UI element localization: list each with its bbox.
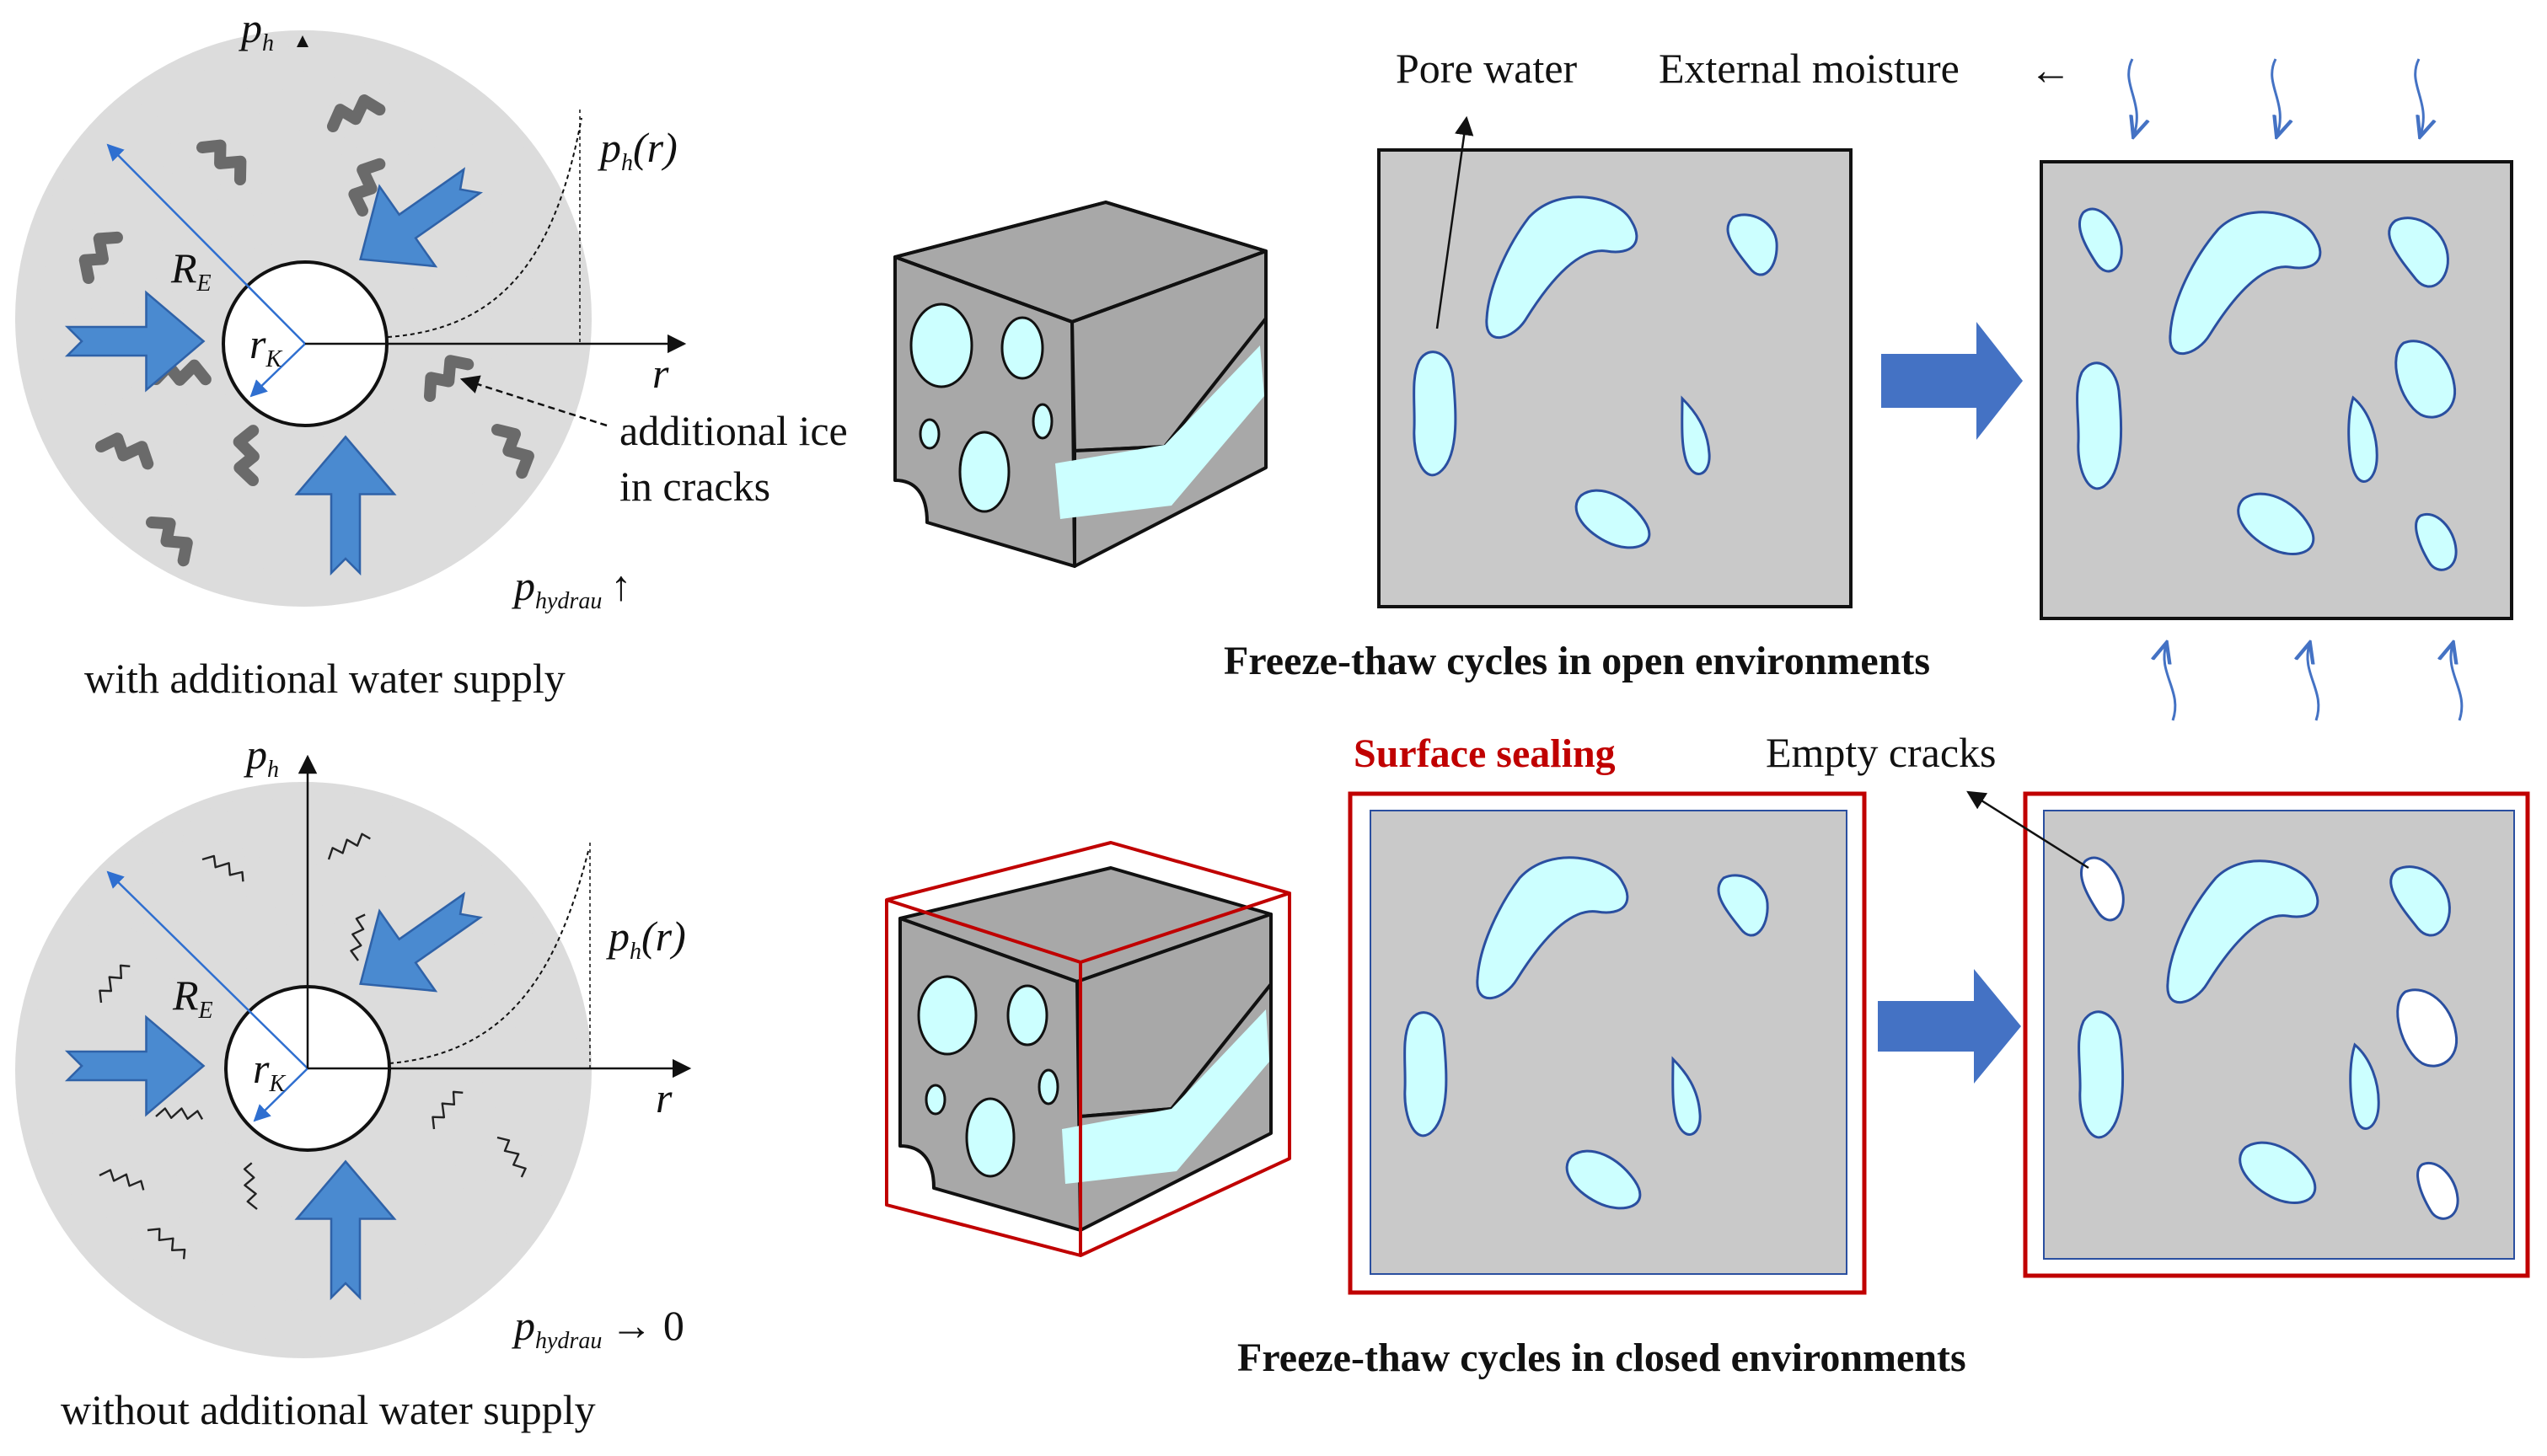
axis-p-label: p	[239, 4, 262, 51]
svg-text:RE: RE	[170, 244, 212, 297]
external-moisture-arrows	[2127, 58, 2464, 721]
svg-text:ph(r): ph(r)	[606, 913, 686, 965]
hydrau-label-b: p	[512, 1302, 535, 1349]
svg-text:ph: ph	[239, 4, 274, 56]
concrete-cube-open	[893, 201, 1268, 568]
axis-r-label: r	[652, 350, 669, 397]
svg-text:ph(r): ph(r)	[598, 124, 678, 176]
curve-label-b: p	[606, 913, 630, 960]
svg-text:rK: rK	[249, 320, 282, 372]
caption-open-env: Freeze-thaw cycles in open environments	[1224, 639, 1930, 683]
moisture-pointer-arrow: ←	[2030, 46, 2072, 94]
top-left-panel: ph ph(r) RE rK r additional ice in crack…	[15, 4, 848, 702]
ice-label-line1: additional ice	[619, 407, 848, 454]
pore-water-pointer	[1435, 115, 1474, 329]
open-env-before	[1377, 148, 1853, 608]
svg-text:rK: rK	[253, 1045, 286, 1097]
hydrau-label: p	[512, 562, 535, 609]
svg-text:RE: RE	[172, 972, 213, 1024]
transition-arrow-closed	[1878, 969, 2021, 1084]
surface-sealing-label: Surface sealing	[1354, 731, 1616, 776]
svg-text:ph: ph	[244, 731, 279, 783]
caption-closed-env: Freeze-thaw cycles in closed environment…	[1237, 1336, 1966, 1380]
outer-radius-label-b: R	[172, 972, 199, 1019]
inner-radius-label-b: r	[253, 1045, 270, 1092]
external-moisture-label: External moisture	[1659, 45, 1960, 92]
axis-p-label-b: p	[244, 731, 267, 778]
closed-env-before	[1348, 791, 1867, 1295]
empty-cracks-pointer	[1966, 790, 2089, 870]
pore-water-label: Pore water	[1396, 45, 1578, 92]
caption-without-water: without additional water supply	[61, 1386, 596, 1433]
svg-text:phydrau↑: phydrau↑	[512, 562, 631, 614]
curve-label: p	[598, 124, 621, 171]
caption-with-water: with additional water supply	[84, 655, 566, 702]
bottom-left-panel: ph ph(r) RE rK r phydrau→ 0 without addi…	[15, 731, 692, 1433]
closed-env-after	[2023, 791, 2530, 1278]
empty-cracks-label: Empty cracks	[1766, 729, 1997, 776]
transition-arrow-open	[1881, 322, 2023, 440]
open-env-after	[2040, 160, 2513, 620]
concrete-cube-sealed	[885, 841, 1291, 1257]
outer-radius-label: R	[170, 244, 197, 292]
axis-r-label-b: r	[656, 1074, 673, 1121]
svg-text:phydrau→ 0: phydrau→ 0	[512, 1302, 684, 1354]
ice-label-line2: in cracks	[619, 463, 770, 510]
inner-radius-label: r	[249, 320, 266, 367]
